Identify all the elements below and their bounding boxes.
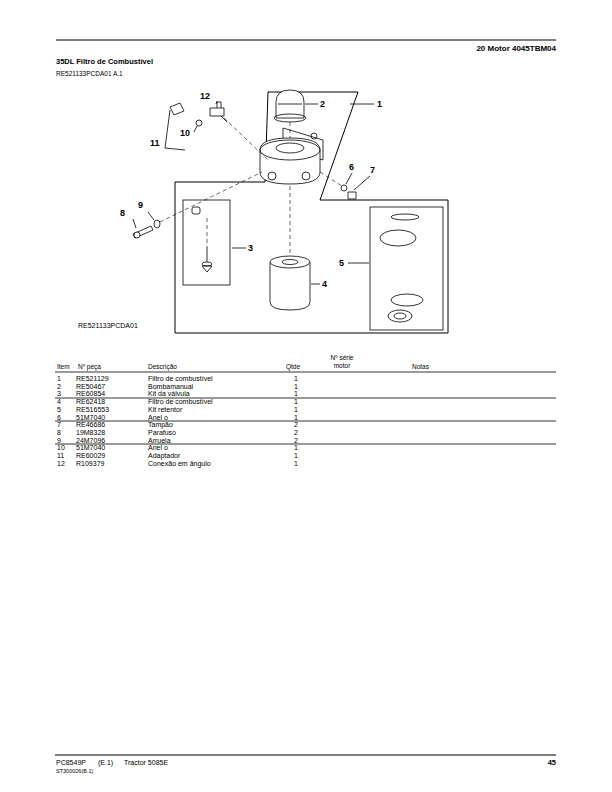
table-cell: R109379 [76,460,104,468]
callout-number: 5 [339,258,344,268]
table-cell: 2 [57,383,61,391]
column-header: Item [57,363,70,371]
table-cell: Kit retentor [148,406,182,414]
table-cell: RE516553 [76,406,109,414]
table-cell: 1 [294,444,298,452]
machine-model: Tractor 5085E [124,759,168,767]
table-cell: 6 [57,414,61,422]
column-header: Nº peça [78,363,101,371]
table-cell: 9 [57,437,61,445]
table-cell: 1 [57,375,61,383]
column-header: Notas [412,363,429,371]
table-cell: RE521129 [76,375,109,383]
callout-number: 1 [377,99,382,109]
table-cell: 2 [294,429,298,437]
column-header: Qtde [286,363,300,371]
table-cell: 10 [57,444,65,452]
callout-number: 11 [150,138,160,148]
table-cell: 1 [294,406,298,414]
table-cell: RE60029 [76,452,105,460]
table-cell: 1 [294,460,298,468]
table-cell: 1 [294,398,298,406]
table-cell: 24M7096 [76,437,105,445]
table-cell: 4 [57,398,61,406]
table-cell: 1 [294,414,298,422]
callout-number: 9 [138,200,143,210]
table-cell: 8 [57,429,61,437]
table-cell: RE60854 [76,390,105,398]
table-cell: 11 [57,452,64,460]
table-cell: RE50467 [76,383,105,391]
table-cell: 2 [294,421,298,429]
callout-number: 3 [248,243,253,253]
table-cell: 7 [57,421,61,429]
table-cell: 2 [294,437,298,445]
figure-id: RE521133PCDA01 A.1 [56,70,123,78]
table-cell: Conexão em ângulo [148,460,211,468]
table-cell: Kit da válvula [148,390,190,398]
table-cell: 19M8328 [76,429,105,437]
callout-number: 8 [120,208,125,218]
table-cell: 1 [294,452,298,460]
callout-number: 12 [200,91,210,101]
callout-number: 7 [370,165,375,175]
section-title: 35DL Filtro de Combustível [56,58,153,67]
table-cell: RE62418 [76,398,105,406]
callout-number: 2 [320,99,325,109]
catalog-number: PC8549P [56,759,86,767]
edition: (E.1) [98,759,113,767]
callout-number: 10 [180,128,190,138]
table-cell: 1 [294,383,298,391]
table-cell: 3 [57,390,61,398]
table-cell: Bombamanual [148,383,193,391]
table-cell: Anel o [148,414,168,422]
table-cell: 1 [294,390,298,398]
column-header: Nº série motor [325,354,359,369]
image-id: RE521133PCDA01 [78,322,138,330]
column-header: Descrição [148,363,177,371]
table-cell: Anel o [148,444,168,452]
table-cell: 12 [57,460,65,468]
page-header: 20 Motor 4045TBM04 [476,44,556,53]
table-cell: RE46686 [76,421,105,429]
table-cell: Filtro de combustível [148,398,213,406]
doc-code: ST300026(B.1) [56,768,93,775]
callout-number: 6 [349,162,354,172]
table-cell: Filtro de combustível [148,375,213,383]
page-number: 45 [548,759,556,768]
table-cell: 51M7040 [76,444,105,452]
table-cell: Parafuso [148,429,176,437]
table-cell: Arruela [148,437,171,445]
callout-number: 4 [322,279,327,289]
table-cell: 1 [294,375,298,383]
table-cell: Tampão [148,421,173,429]
table-cell: 5 [57,406,61,414]
table-cell: 51M7040 [76,414,105,422]
table-cell: Adaptador [148,452,180,460]
